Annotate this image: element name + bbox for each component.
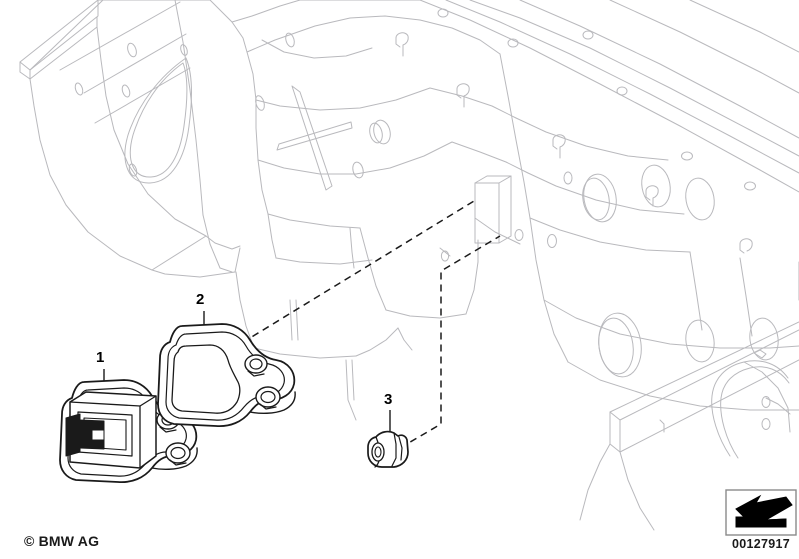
vehicle-body-structure: [19, 0, 799, 531]
callout-label-3: 3: [384, 391, 393, 408]
diagram-part-number: 00127917: [731, 537, 790, 551]
part-3-grommet-bushing: [367, 430, 409, 468]
part-2-sealing-frame-gasket: [157, 323, 296, 427]
leader-part-2-to-body: [231, 200, 475, 350]
leader-part-3-to-body: [399, 235, 501, 449]
leader-lines-dashed: [231, 200, 501, 449]
callout-label-2: 2: [196, 291, 205, 308]
part-1-sealing-plug-with-bracket: [59, 379, 198, 483]
callout-label-1: 1: [96, 349, 105, 366]
orientation-badge: [725, 489, 797, 536]
copyright-notice: © BMW AG: [24, 533, 100, 549]
